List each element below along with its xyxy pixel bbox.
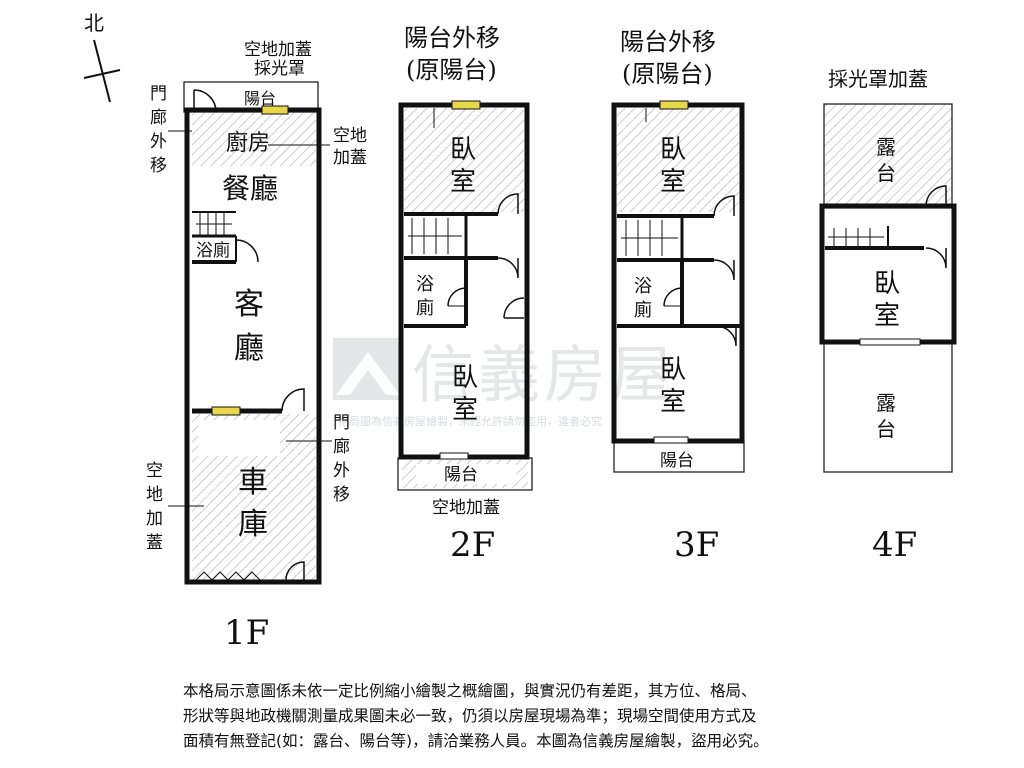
label-garage-2: 庫 — [238, 507, 268, 542]
svg-text:外: 外 — [150, 132, 167, 152]
watermark: 信義房屋 格局圖為信義房屋繪製，未經允許請勿盜用，違者必究 — [333, 338, 676, 428]
north-arrow-icon — [93, 39, 111, 103]
label-empty-land-2f: 空地加蓋 — [432, 498, 500, 518]
note-skylight-add-4f: 採光罩加蓋 — [828, 67, 928, 91]
note-original-balcony-3f: (原陽台) — [622, 60, 713, 88]
label-bathroom-1f: 浴廁 — [196, 240, 230, 261]
label-empty-land-left: 空 地 加 蓋 — [146, 461, 163, 553]
stairs-3f — [621, 220, 678, 256]
watermark-notice: 格局圖為信義房屋繪製，未經允許請勿盜用，違者必究 — [338, 414, 602, 428]
label-terrace-bottom-4f-2: 台 — [876, 417, 896, 441]
svg-text:廊: 廊 — [333, 437, 350, 457]
floor-3: 陽台外移 (原陽台) 臥 室 浴 廁 臥 室 陽台 3F — [611, 28, 745, 565]
floor-4: 採光罩加蓋 露 台 臥 室 露 台 4F — [819, 67, 957, 565]
svg-text:門: 門 — [333, 413, 350, 433]
label-dining: 餐廳 — [222, 172, 278, 205]
north-label: 北 — [84, 11, 104, 35]
disclaimer-text: 本格局示意圖係未依一定比例縮小繪製之概繪圖，與實況仍有差距，其方位、格局、 形狀… — [183, 679, 1003, 754]
label-kitchen: 廚房 — [226, 131, 270, 156]
label-living-1: 客 — [234, 287, 264, 322]
label-garage-1: 車 — [238, 465, 268, 500]
label-terrace-top-4f-2: 台 — [876, 161, 896, 185]
disclaimer-line-3: 面積有無登記(如：露台、陽台等)，請洽業務人員。本圖為信義房屋繪製，盜用必究。 — [183, 732, 769, 750]
disclaimer-line-2: 形狀等與地政機關測量成果圖未必一致，仍須以房屋現場為準；現場空間使用方式及 — [183, 707, 757, 725]
floor-1: 空地加蓋 採光罩 陽台 廚房 餐廳 浴廁 客 廳 車 庫 門 廊 外 移 空地 … — [146, 40, 367, 653]
floor-4-title: 4F — [872, 525, 917, 565]
label-bedroom-4f-2: 室 — [874, 301, 900, 331]
north-compass: 北 — [83, 11, 121, 103]
bedroom-top-area-2f — [404, 108, 524, 212]
label-bathroom-3f-2: 廁 — [634, 299, 652, 321]
label-balcony-3f: 陽台 — [660, 451, 694, 471]
svg-text:空: 空 — [146, 461, 163, 481]
label-skylight: 採光罩 — [254, 59, 305, 79]
stairs-4f — [828, 228, 884, 246]
label-bedroom-top-3f-2: 室 — [660, 167, 686, 197]
label-bathroom-2f-1: 浴 — [416, 274, 434, 295]
label-bedroom-top-3f-1: 臥 — [660, 135, 686, 165]
label-terrace-bottom-4f-1: 露 — [876, 391, 896, 415]
bedroom-top-area-3f — [617, 108, 739, 212]
stairs-1f — [192, 211, 236, 238]
floor-1-walls — [184, 107, 322, 585]
watermark-brand: 信義房屋 — [412, 338, 676, 411]
label-balcony-1f: 陽台 — [244, 89, 276, 108]
svg-text:加: 加 — [146, 509, 163, 529]
label-bedroom-bottom-2f-1: 臥 — [452, 363, 478, 393]
note-balcony-moved-2f: 陽台外移 — [404, 24, 500, 52]
floor-3-title: 3F — [674, 525, 719, 565]
disclaimer-line-1: 本格局示意圖係未依一定比例縮小繪製之概繪圖，與實況仍有差距，其方位、格局、 — [183, 682, 757, 700]
label-bedroom-4f-1: 臥 — [874, 269, 900, 299]
label-empty-land-right-2: 加蓋 — [333, 148, 367, 168]
svg-text:門: 門 — [150, 84, 167, 104]
svg-text:廊: 廊 — [150, 108, 167, 128]
note-original-balcony-2f: (原陽台) — [406, 56, 497, 84]
label-bedroom-bottom-3f-2: 室 — [660, 387, 686, 417]
floor-2-title: 2F — [450, 525, 495, 565]
stairs-2f — [408, 218, 462, 254]
watermark-logo-icon — [333, 338, 403, 400]
label-bathroom-2f-2: 廁 — [416, 297, 434, 319]
label-living-2: 廳 — [234, 331, 264, 366]
label-bedroom-top-2f-1: 臥 — [450, 135, 476, 165]
label-balcony-2f: 陽台 — [444, 465, 478, 485]
floor-1-title: 1F — [224, 613, 269, 653]
label-bedroom-bottom-3f-1: 臥 — [660, 355, 686, 385]
svg-text:移: 移 — [333, 485, 350, 505]
svg-text:移: 移 — [150, 156, 167, 176]
label-bathroom-3f-1: 浴 — [634, 276, 652, 297]
label-porch-right: 門 廊 外 移 — [333, 413, 350, 505]
note-balcony-moved-3f: 陽台外移 — [620, 28, 716, 56]
floor-2: 陽台外移 (原陽台) 臥 室 浴 廁 臥 室 陽台 空地加蓋 2F — [397, 24, 533, 565]
label-terrace-top-4f-1: 露 — [876, 135, 896, 159]
label-bedroom-bottom-2f-2: 室 — [452, 395, 478, 425]
label-skylight-add: 空地加蓋 — [244, 40, 312, 60]
label-porch-left: 門 廊 外 移 — [150, 84, 167, 176]
svg-text:外: 外 — [333, 461, 350, 481]
skylight-window — [261, 105, 289, 115]
terrace-top-area-4f — [824, 104, 952, 208]
label-bedroom-top-2f-2: 室 — [450, 167, 476, 197]
kitchen-area — [192, 112, 316, 166]
svg-text:蓋: 蓋 — [146, 533, 163, 553]
svg-text:地: 地 — [146, 485, 163, 505]
label-empty-land-right-1: 空地 — [333, 126, 367, 146]
